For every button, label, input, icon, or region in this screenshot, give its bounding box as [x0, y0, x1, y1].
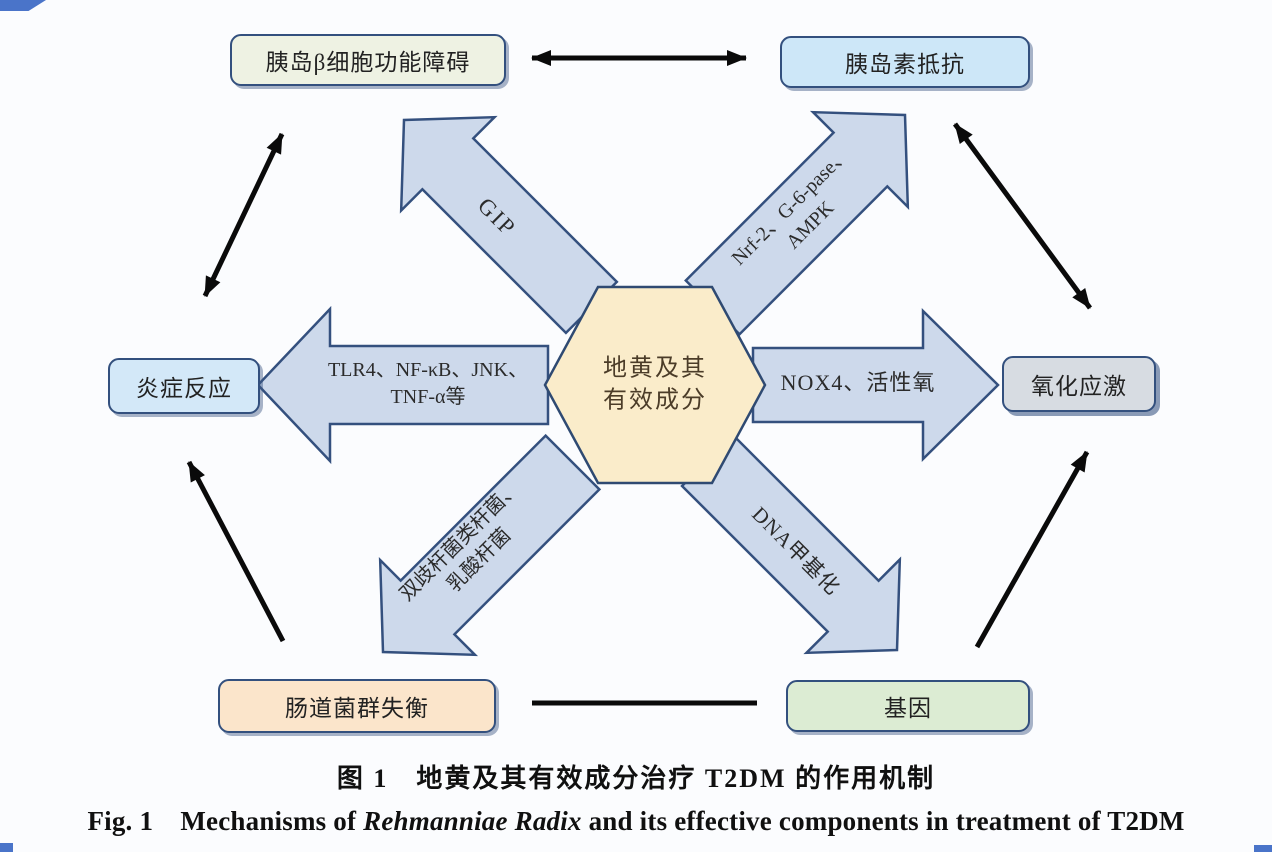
scan-artifact-top-left [0, 0, 46, 11]
block-arrow-gip [399, 115, 619, 335]
arrow-label-tlr4: TLR4、NF-κB、JNK、 TNF-α等 [327, 359, 529, 408]
node-gene: 基因 [786, 680, 1030, 732]
arrow-label-nox4: NOX4、活性氧 [780, 370, 936, 396]
block-arrow-bacteria [378, 433, 602, 657]
block-arrow-dna [680, 433, 902, 655]
caption-english-italic: Rehmanniae Radix [363, 806, 582, 836]
scan-artifact-bottom-left [0, 843, 13, 852]
node-inflammation: 炎症反应 [108, 358, 260, 414]
node-gut-microbiota: 肠道菌群失衡 [218, 679, 496, 733]
connector-oxidative-insulin [952, 122, 1093, 310]
block-arrow-oxidative-stress [751, 308, 1000, 462]
node-oxidative-stress: 氧化应激 [1002, 356, 1156, 412]
caption-english: Fig. 1 Mechanisms of Rehmanniae Radix an… [0, 799, 1272, 838]
block-arrow-inflammation [256, 305, 550, 465]
caption-english-prefix: Fig. 1 Mechanisms of [87, 806, 364, 836]
center-hexagon [543, 285, 767, 485]
caption-chinese: 图 1 地黄及其有效成分治疗 T2DM 的作用机制 [336, 764, 936, 793]
connector-gut-inflammation [186, 460, 286, 643]
block-arrow-nrf2 [684, 110, 910, 336]
connector-gene-oxidative [974, 450, 1090, 649]
scan-artifact-bottom-right [1254, 845, 1272, 852]
node-beta-cell-dysfunction: 胰岛β细胞功能障碍 [230, 34, 506, 86]
node-insulin-resistance: 胰岛素抵抗 [780, 36, 1030, 88]
caption-english-suffix: and its effective components in treatmen… [581, 806, 1185, 836]
center-hexagon-label: 地黄及其 有效成分 [603, 355, 707, 414]
connector-inflammation-betacell [202, 132, 285, 298]
